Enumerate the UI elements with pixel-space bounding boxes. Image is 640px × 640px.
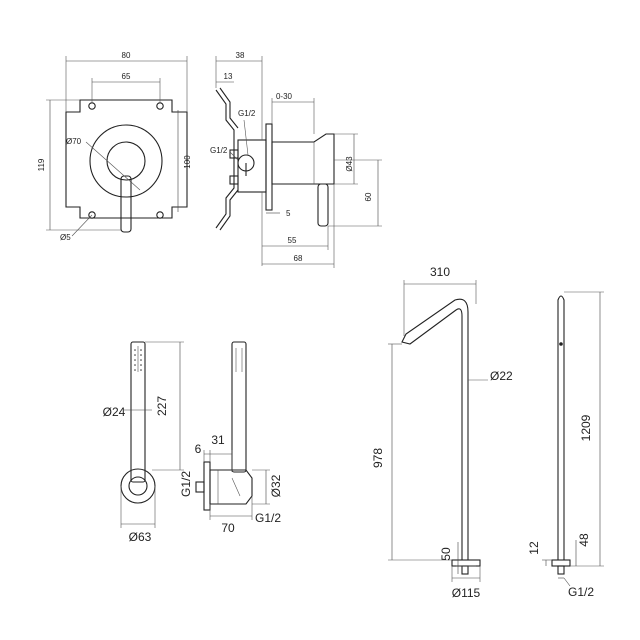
label-height-119: 119 — [37, 158, 46, 171]
label-thread-top: G1/2 — [238, 109, 256, 118]
label-lever-60: 60 — [364, 192, 373, 201]
label-diameter-70: Ø70 — [66, 137, 82, 146]
label-dim-31: 31 — [211, 433, 225, 447]
mixer-front-view — [46, 56, 188, 237]
label-depth-70: 70 — [221, 521, 235, 535]
label-plate-5: 5 — [286, 209, 291, 218]
mixer-side-view — [215, 56, 382, 268]
floor-spout-side-view — [542, 291, 604, 587]
label-dim-48: 48 — [577, 533, 591, 547]
label-offset-13: 13 — [224, 72, 233, 81]
label-height-100: 100 — [183, 155, 192, 169]
label-depth-55: 55 — [288, 236, 297, 245]
spray-nozzle-pattern — [134, 349, 142, 371]
label-diameter-32: Ø32 — [269, 474, 283, 497]
label-dim-12: 12 — [527, 541, 541, 555]
label-depth-38: 38 — [236, 51, 245, 60]
label-reach-310: 310 — [430, 265, 450, 279]
label-dim-6: 6 — [195, 442, 202, 456]
label-diameter-22: Ø22 — [490, 369, 513, 383]
label-diameter-115: Ø115 — [452, 586, 481, 600]
label-width-80: 80 — [122, 51, 131, 60]
label-height-1209: 1209 — [579, 414, 593, 441]
label-diameter-63: Ø63 — [129, 530, 152, 544]
label-thread-vertical: G1/2 — [179, 471, 193, 497]
label-hole-spacing-65: 65 — [122, 72, 131, 81]
label-thread-g12: G1/2 — [568, 585, 594, 599]
shower-holder-view — [195, 341, 270, 520]
label-range-0-30: 0-30 — [276, 92, 293, 101]
floor-spout-view — [388, 280, 488, 582]
label-thread-left: G1/2 — [210, 146, 228, 155]
label-diameter-43: Ø43 — [345, 156, 354, 172]
label-diameter-5: Ø5 — [60, 233, 71, 242]
hand-shower-view — [120, 341, 184, 528]
label-depth-68: 68 — [294, 254, 303, 263]
label-base-50: 50 — [439, 547, 453, 561]
label-length-227: 227 — [155, 396, 169, 416]
label-diameter-24: Ø24 — [103, 405, 126, 419]
label-height-978: 978 — [371, 448, 385, 468]
label-thread-bottom: G1/2 — [255, 511, 281, 525]
